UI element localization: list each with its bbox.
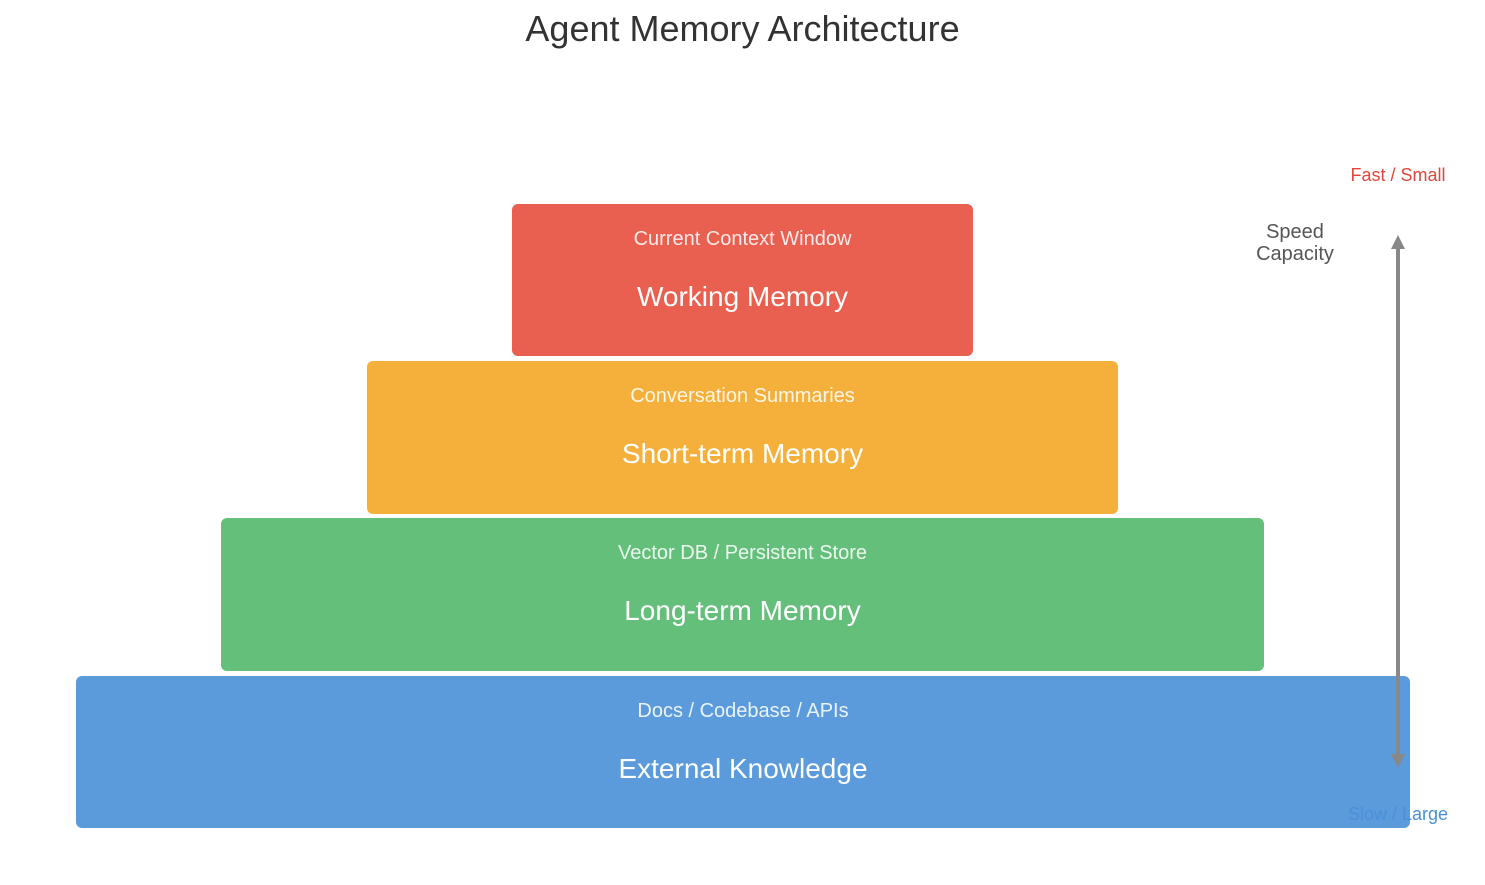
layer-name: Short-term Memory xyxy=(621,438,864,469)
layer-name: External Knowledge xyxy=(618,753,868,784)
layer-subtitle: Current Context Window xyxy=(633,228,852,250)
layer-subtitle: Conversation Summaries xyxy=(630,385,855,407)
diagram-title: Agent Memory Architecture xyxy=(525,8,960,49)
layer-subtitle: Docs / Codebase / APIs xyxy=(637,700,849,722)
fast-small-label: Fast / Small xyxy=(1350,165,1446,185)
layer-long-term-memory: Vector DB / Persistent Store Long-term M… xyxy=(221,518,1264,671)
layer-short-term-memory: Conversation Summaries Short-term Memory xyxy=(367,361,1118,514)
layer-name: Long-term Memory xyxy=(624,595,861,626)
axis-label-speed: Speed xyxy=(1266,221,1324,243)
layer-subtitle: Vector DB / Persistent Store xyxy=(618,542,867,564)
layer-working-memory: Current Context Window Working Memory xyxy=(512,204,973,356)
layer-name: Working Memory xyxy=(636,281,849,312)
layer-external-knowledge: Docs / Codebase / APIs External Knowledg… xyxy=(76,676,1410,828)
double-headed-arrow-icon xyxy=(1391,235,1405,768)
arrow-head-down xyxy=(1391,754,1405,768)
axis-label-capacity: Capacity xyxy=(1256,243,1334,265)
speed-capacity-axis-label: Speed Capacity xyxy=(1235,221,1355,265)
slow-large-label: Slow / Large xyxy=(1347,804,1449,824)
arrow-head-up xyxy=(1391,235,1405,249)
